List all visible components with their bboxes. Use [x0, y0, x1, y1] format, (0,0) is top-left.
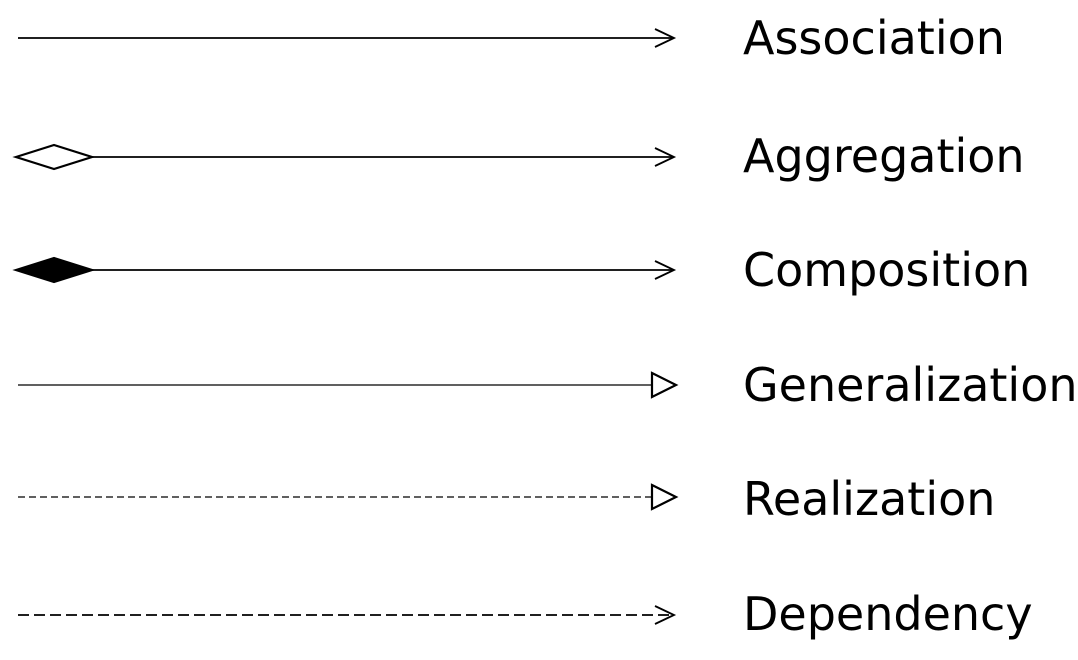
- generalization-label: Generalization: [743, 358, 1078, 412]
- composition-filled-diamond-icon: [12, 256, 96, 284]
- association-open-arrowhead-icon: [654, 28, 677, 48]
- composition-label: Composition: [743, 243, 1031, 297]
- dependency-label: Dependency: [743, 587, 1033, 641]
- dependency-open-arrowhead-icon: [654, 605, 677, 625]
- composition-open-arrowhead-icon: [654, 260, 677, 280]
- aggregation-open-arrowhead-icon: [654, 147, 677, 167]
- realization-hollow-triangle-icon: [650, 483, 679, 511]
- aggregation-hollow-diamond-icon: [12, 143, 96, 171]
- generalization-hollow-triangle-icon: [650, 371, 679, 399]
- association-label: Association: [743, 11, 1005, 65]
- realization-label: Realization: [743, 472, 996, 526]
- aggregation-label: Aggregation: [743, 129, 1025, 183]
